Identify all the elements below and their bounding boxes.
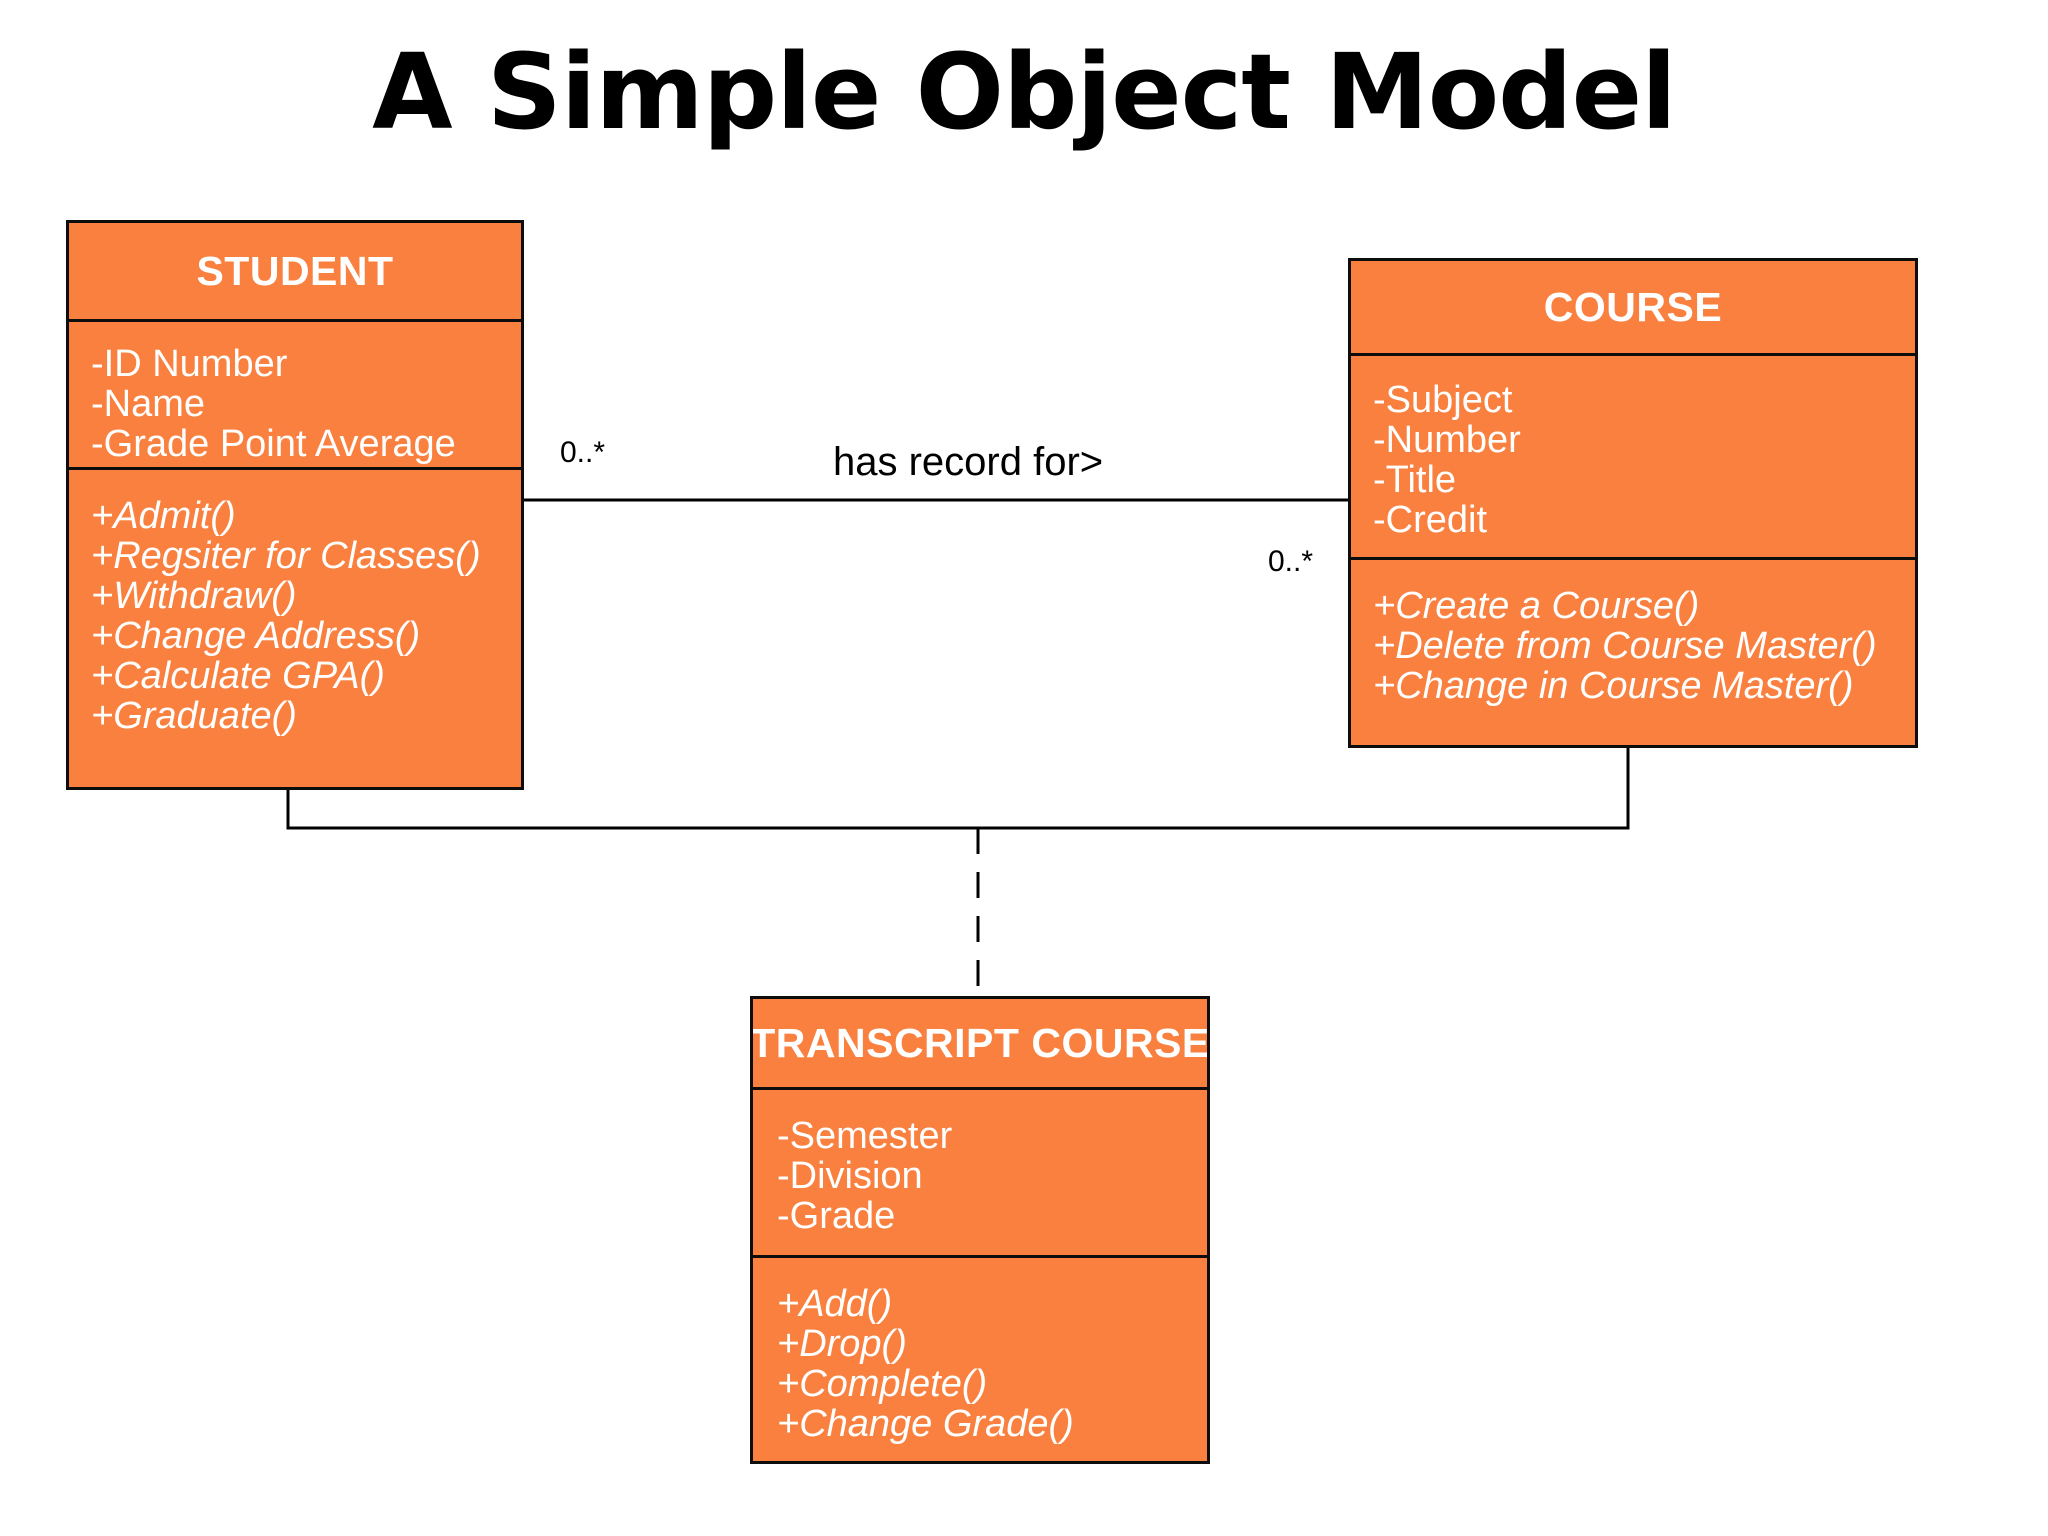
operation-row: +Change Address() bbox=[91, 615, 421, 657]
class-name-compartment-student: STUDENT bbox=[69, 223, 521, 319]
operation-row: +Create a Course() bbox=[1373, 585, 1700, 627]
attribute-row: -Semester bbox=[777, 1115, 953, 1157]
uml-class-student[interactable]: STUDENT -ID Number -Name -Grade Point Av… bbox=[66, 220, 524, 790]
class-name-compartment-transcript-course: TRANSCRIPT COURSE bbox=[753, 999, 1207, 1087]
attribute-row: -Name bbox=[91, 383, 206, 425]
class-name-compartment-course: COURSE bbox=[1351, 261, 1915, 353]
class-name-student: STUDENT bbox=[196, 247, 394, 294]
multiplicity-course-end: 0..* bbox=[1268, 545, 1314, 578]
operation-row: +Delete from Course Master() bbox=[1373, 625, 1877, 667]
multiplicity-student-end: 0..* bbox=[560, 436, 606, 469]
operation-row: +Complete() bbox=[777, 1363, 988, 1405]
operation-row: +Regsiter for Classes() bbox=[91, 535, 481, 577]
operation-row: +Drop() bbox=[777, 1323, 907, 1365]
operations-compartment-course: +Create a Course() +Delete from Course M… bbox=[1351, 557, 1915, 745]
attributes-compartment-transcript-course: -Semester -Division -Grade bbox=[753, 1087, 1207, 1255]
attribute-row: -Division bbox=[777, 1155, 923, 1197]
attributes-compartment-course: -Subject -Number -Title -Credit bbox=[1351, 353, 1915, 557]
attribute-row: -Subject bbox=[1373, 379, 1513, 421]
attribute-row: -ID Number bbox=[91, 343, 288, 385]
operation-row: +Graduate() bbox=[91, 695, 297, 737]
operations-compartment-student: +Admit() +Regsiter for Classes() +Withdr… bbox=[69, 467, 521, 787]
operation-row: +Add() bbox=[777, 1283, 893, 1325]
class-name-course: COURSE bbox=[1543, 283, 1723, 330]
operation-row: +Admit() bbox=[91, 495, 236, 537]
operation-row: +Change Grade() bbox=[777, 1403, 1074, 1445]
association-label-has-record-for: has record for> bbox=[833, 440, 1104, 484]
attribute-row: -Grade bbox=[777, 1195, 896, 1237]
operations-compartment-transcript-course: +Add() +Drop() +Complete() +Change Grade… bbox=[753, 1255, 1207, 1461]
class-name-transcript-course: TRANSCRIPT COURSE bbox=[753, 1019, 1207, 1066]
attributes-compartment-student: -ID Number -Name -Grade Point Average bbox=[69, 319, 521, 467]
attribute-row: -Grade Point Average bbox=[91, 423, 456, 465]
operation-row: +Change in Course Master() bbox=[1373, 665, 1854, 707]
attribute-row: -Title bbox=[1373, 459, 1457, 501]
operation-row: +Calculate GPA() bbox=[91, 655, 385, 697]
uml-class-course[interactable]: COURSE -Subject -Number -Title -Credit +… bbox=[1348, 258, 1918, 748]
uml-class-transcript-course[interactable]: TRANSCRIPT COURSE -Semester -Division -G… bbox=[750, 996, 1210, 1464]
operation-row: +Withdraw() bbox=[91, 575, 297, 617]
page-title: A Simple Object Model bbox=[372, 31, 1677, 153]
attribute-row: -Number bbox=[1373, 419, 1521, 461]
attribute-row: -Credit bbox=[1373, 499, 1488, 541]
